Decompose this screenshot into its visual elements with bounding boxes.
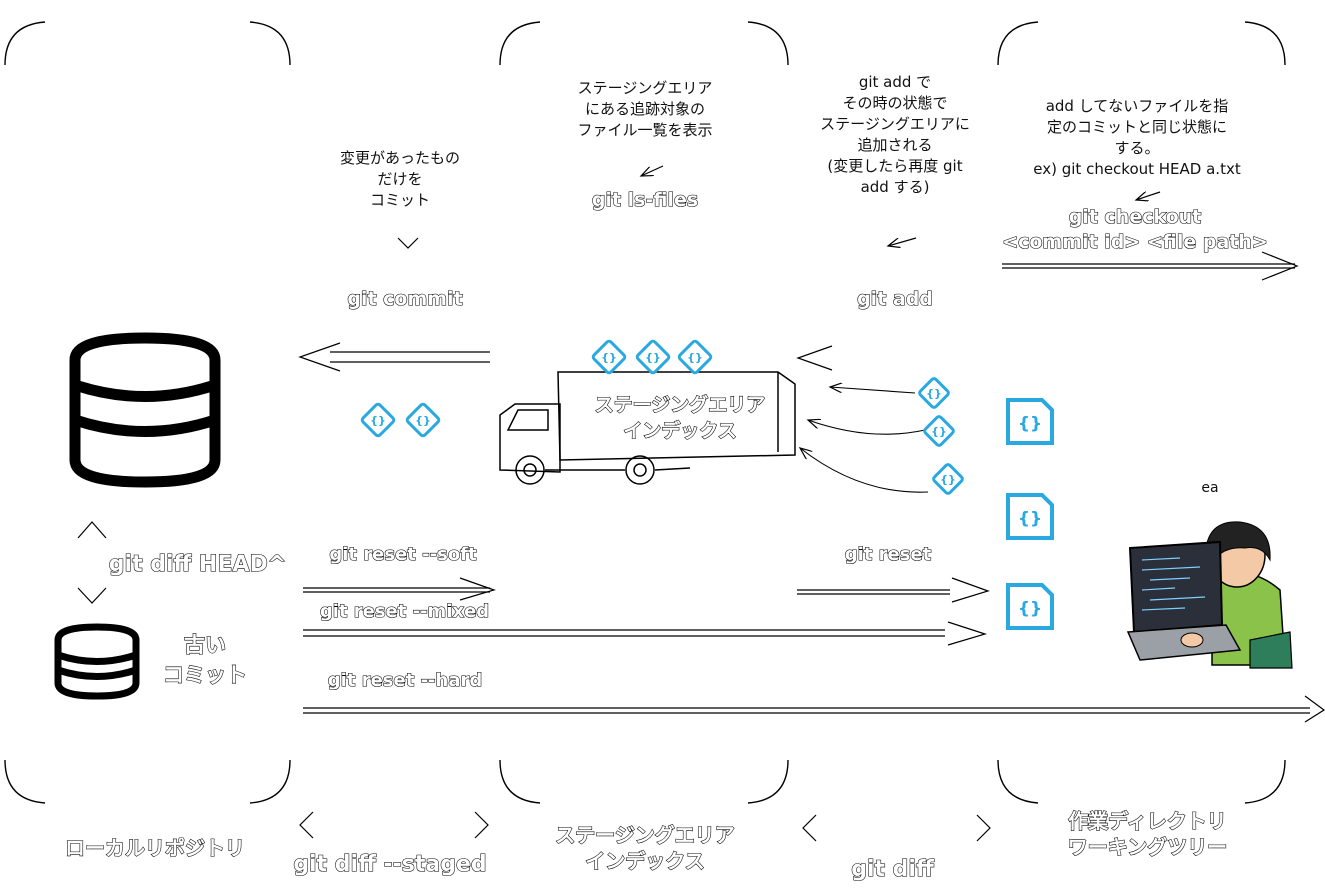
add-note-line: add する) xyxy=(860,178,930,196)
reset-hard-arrow xyxy=(303,695,1325,723)
old-commit-line: コミット xyxy=(162,662,247,687)
add-note-line: ステージングエリアに xyxy=(820,115,970,133)
git-reset-hard-label: git reset --hard xyxy=(327,670,483,691)
checkout-note-line: add してないファイルを指 xyxy=(1045,97,1229,115)
old-commit-database-icon xyxy=(54,623,140,700)
commit-note-line: 変更があったもの xyxy=(339,149,460,167)
old-commit-label: 古い コミット xyxy=(140,630,270,690)
checkout-command-line: <commit id> <file path> xyxy=(1002,230,1269,253)
checkout-note-line: ex) git checkout HEAD a.txt xyxy=(1033,160,1241,178)
ls-files-note: ステージングエリア にある追跡対象の ファイル一覧を表示 xyxy=(545,78,745,141)
git-ls-files-label: git ls-files xyxy=(591,188,699,211)
repository-title: ローカルリポジトリ xyxy=(64,835,245,860)
reset-arrow xyxy=(797,577,990,603)
git-diff-staged-label: git diff --staged xyxy=(293,851,487,877)
checkout-command-line: git checkout xyxy=(1068,205,1202,228)
working-title-line: ワーキングツリー xyxy=(1067,834,1228,859)
ls-files-note-line: ステージングエリア xyxy=(577,79,713,97)
reset-soft-arrow xyxy=(303,577,496,601)
truck-label-line: ステージングエリア xyxy=(594,393,766,416)
staging-title-line: インデックス xyxy=(585,848,706,873)
staging-title: ステージングエリア インデックス xyxy=(520,822,770,874)
checkout-note-line: 定のコミットと同じ状態に xyxy=(1046,118,1227,136)
commit-note-line: だけを xyxy=(377,170,423,188)
git-add-label: git add xyxy=(857,287,934,310)
working-title-line: 作業ディレクトリ xyxy=(1068,808,1228,833)
staging-title-line: ステージングエリア xyxy=(555,822,736,847)
working-title: 作業ディレクトリ ワーキングツリー xyxy=(1030,808,1265,860)
checkout-note: add してないファイルを指 定のコミットと同じ状態に する。 ex) git … xyxy=(1012,96,1262,180)
add-note-line: その時の状態で xyxy=(842,94,948,112)
staged-file-icon xyxy=(360,339,964,495)
add-note-line: git add で xyxy=(858,73,932,91)
git-reset-soft-label: git reset --soft xyxy=(329,544,477,565)
add-note: git add で その時の状態で ステージングエリアに 追加される (変更した… xyxy=(790,72,1000,198)
person-label: ea xyxy=(1201,480,1219,496)
database-icon xyxy=(69,332,221,488)
repository-column-frame xyxy=(4,21,291,804)
svg-text:{}: {} xyxy=(1018,599,1042,619)
staging-column-frame xyxy=(499,21,789,804)
add-note-line: (変更したら再度 git xyxy=(827,157,963,175)
developer-at-laptop-illustration xyxy=(1126,521,1293,669)
truck-label-line: インデックス xyxy=(623,419,738,442)
svg-text:{}: {} xyxy=(926,387,942,400)
ls-files-note-line: にある追跡対象の xyxy=(584,100,705,118)
git-reset-mixed-label: git reset --mixed xyxy=(319,601,490,622)
commit-arrow xyxy=(298,342,490,372)
git-diff-head-label: git diff HEAD^ xyxy=(108,551,287,577)
svg-text:{}: {} xyxy=(1018,414,1042,434)
reset-mixed-arrow xyxy=(303,621,988,646)
svg-text:{}: {} xyxy=(601,351,617,364)
git-commit-label: git commit xyxy=(347,287,463,310)
ls-files-note-line: ファイル一覧を表示 xyxy=(577,121,713,139)
working-column-frame xyxy=(997,21,1286,804)
commit-note-line: コミット xyxy=(369,191,430,209)
svg-text:{}: {} xyxy=(940,473,956,486)
svg-text:{}: {} xyxy=(1018,509,1042,529)
checkout-arrow xyxy=(1002,251,1299,281)
add-note-line: 追加される xyxy=(857,136,933,154)
svg-text:{}: {} xyxy=(931,425,947,438)
commit-note: 変更があったもの だけを コミット xyxy=(300,148,500,211)
json-file-icon xyxy=(1006,398,1054,630)
git-diff-label: git diff xyxy=(851,856,935,882)
svg-text:{}: {} xyxy=(370,414,386,427)
add-curves xyxy=(800,387,929,493)
svg-text:{}: {} xyxy=(645,351,661,364)
svg-text:{}: {} xyxy=(415,414,431,427)
svg-text:{}: {} xyxy=(687,351,703,364)
truck-icon xyxy=(499,371,796,485)
git-checkout-label: git checkout <commit id> <file path> xyxy=(1000,205,1270,255)
truck-label: ステージングエリア インデックス xyxy=(575,392,785,444)
old-commit-line: 古い xyxy=(183,632,226,657)
staged-file-glyphs: {} {} {} {} {} {} {} {} xyxy=(370,351,956,486)
git-reset-label: git reset xyxy=(844,544,932,565)
checkout-note-line: する。 xyxy=(1114,139,1160,157)
